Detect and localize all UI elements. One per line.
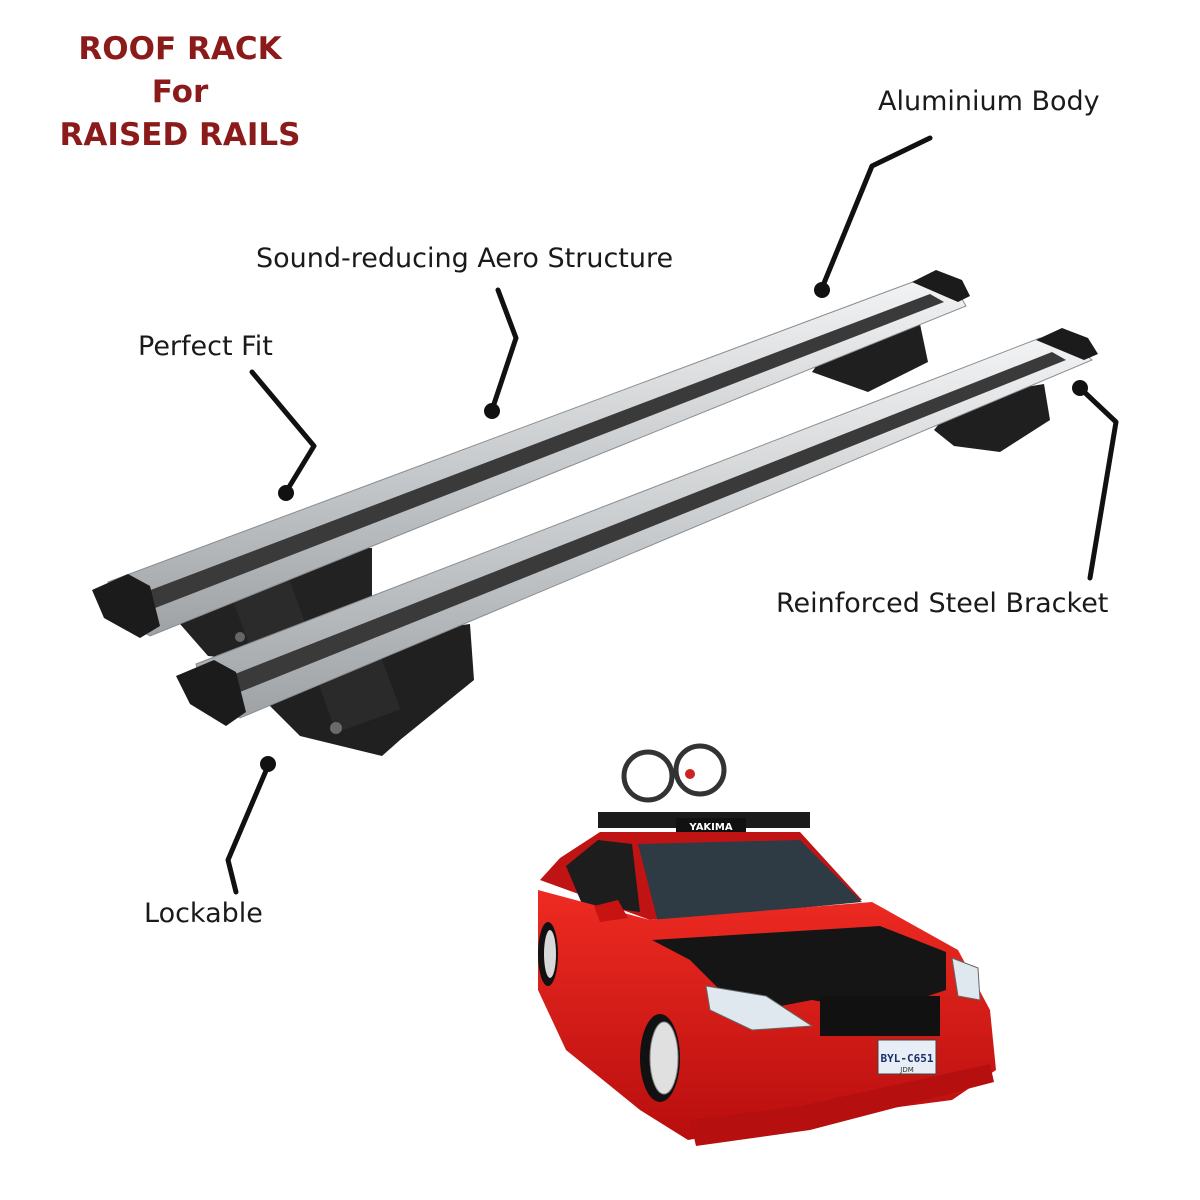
leader-perfect-fit: [249, 369, 317, 495]
rear-crossbar: [92, 270, 970, 660]
leader-lockable: [225, 763, 271, 895]
dot-aero-structure: [484, 403, 500, 419]
rear-left-lock-icon: [235, 632, 245, 642]
car-headlight-right: [951, 957, 981, 1001]
bike-reflector: [685, 769, 695, 779]
front-bar-strip: [230, 352, 1066, 692]
title-line-3: RAISED RAILS: [59, 117, 301, 153]
roof-box-brand: YAKIMA: [688, 822, 732, 833]
car-headlight-left: [705, 985, 814, 1031]
car-side-window: [566, 840, 640, 912]
title-line-1: ROOF RACK: [78, 31, 282, 67]
callout-steel-bracket: Reinforced Steel Bracket: [776, 588, 1109, 619]
callout-perfect-fit: Perfect Fit: [138, 331, 273, 362]
license-plate-text: BYL-C651: [881, 1052, 934, 1065]
dot-aluminium-body: [814, 282, 830, 298]
leader-steel-bracket: [1077, 385, 1119, 581]
dot-perfect-fit: [278, 485, 294, 501]
callout-aluminium-body: Aluminium Body: [878, 86, 1100, 117]
car-side-mirror: [594, 900, 628, 922]
roof-box: [676, 818, 746, 832]
product-title: ROOF RACK For RAISED RAILS: [40, 28, 320, 157]
car-wheels: [538, 922, 680, 1102]
car-photo: YAKIMA BYL-C651 JDM: [538, 743, 996, 1146]
dot-steel-bracket: [1072, 380, 1088, 396]
callout-lockable: Lockable: [144, 898, 263, 929]
front-bar-left-endcap: [176, 660, 246, 726]
rear-bar-strip: [140, 294, 944, 610]
callout-aero-structure: Sound-reducing Aero Structure: [256, 243, 674, 274]
front-left-lock-icon: [330, 722, 342, 734]
license-plate-sub: JDM: [899, 1066, 914, 1074]
callout-dots: [260, 282, 1088, 772]
rear-bar-left-endcap: [92, 574, 160, 638]
front-bar-right-endcap: [1036, 328, 1098, 360]
leader-aluminium-body: [819, 135, 933, 291]
leader-aero-structure: [489, 287, 519, 413]
dot-lockable: [260, 756, 276, 772]
callout-leaders: [225, 135, 1119, 895]
bike-wheels: [621, 743, 727, 803]
car-grille: [820, 996, 940, 1036]
rear-bar-right-endcap: [912, 270, 970, 302]
car-front-lip: [690, 1064, 994, 1146]
car-windshield: [638, 840, 862, 922]
license-plate: [877, 1039, 937, 1075]
front-crossbar: [176, 328, 1098, 756]
title-line-2: For: [151, 74, 209, 110]
